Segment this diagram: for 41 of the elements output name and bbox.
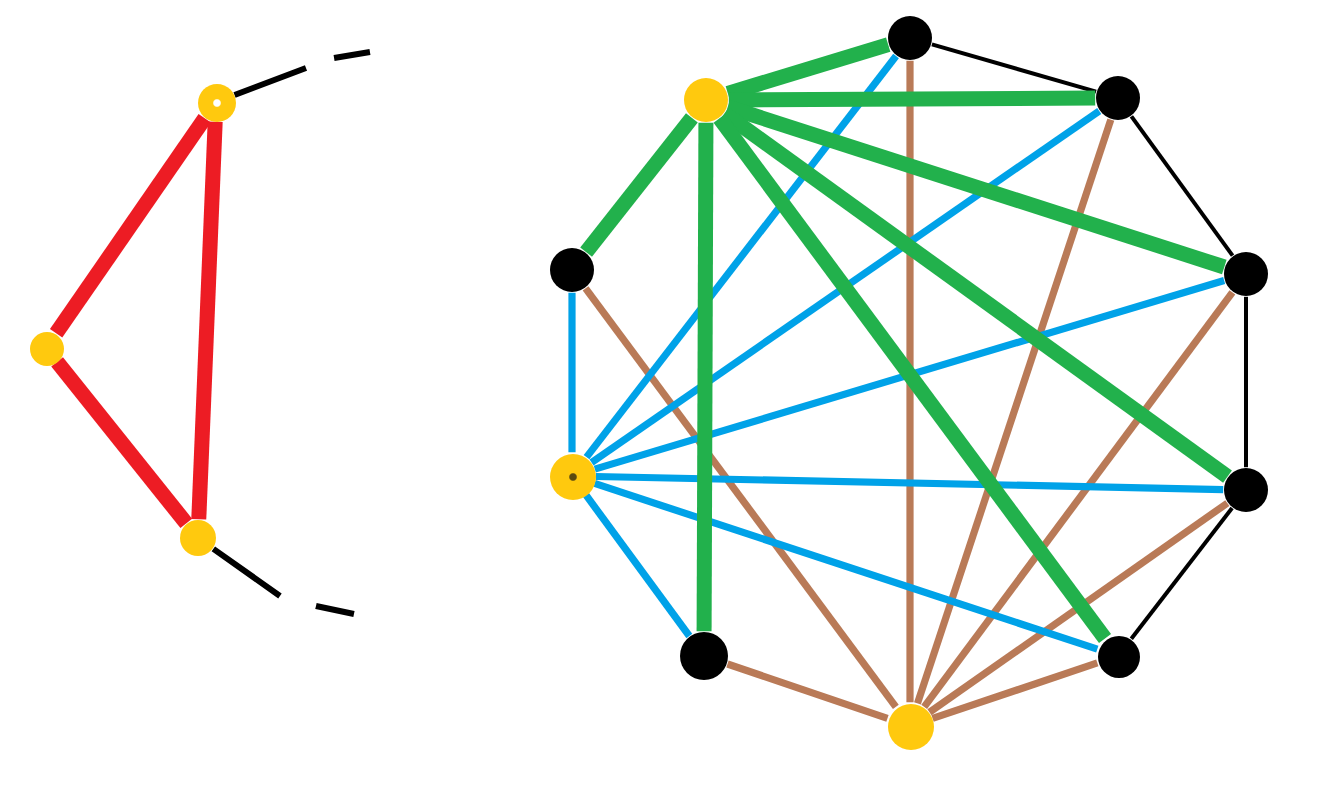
graph-edge [728, 90, 1096, 108]
graph-vertex [1224, 252, 1268, 296]
graph-edge [191, 121, 223, 520]
graph-edge [921, 290, 1236, 710]
graph-edge [593, 277, 1226, 473]
graph-vertex [680, 632, 728, 680]
graph-edge [1244, 296, 1248, 468]
graph-vertex [549, 453, 595, 499]
graph-edge [914, 118, 1115, 705]
graph-edge [583, 53, 899, 460]
graph-vertex [180, 520, 216, 556]
graph-vertex [1097, 635, 1139, 677]
graph-vertex [887, 703, 933, 749]
graph-edge [589, 108, 1102, 466]
graph-edge [931, 659, 1099, 722]
dashed-edge [233, 49, 371, 98]
graph-edge [583, 493, 693, 639]
graph-edge [720, 107, 1232, 483]
graph-edge [696, 122, 714, 632]
graph-vertex [1224, 468, 1268, 512]
graph-edge [906, 60, 914, 703]
graph-edge [1129, 506, 1234, 640]
graph-edge [931, 42, 1097, 94]
graph-vertex [888, 16, 932, 60]
graph-edge [582, 286, 899, 710]
graph-edge [1129, 115, 1235, 257]
graph-vertex [197, 83, 235, 121]
graph-edge [49, 114, 211, 338]
graph-edge [595, 472, 1224, 494]
graph-vertex [684, 78, 728, 122]
graph-vertex [29, 331, 63, 365]
graph-edge [726, 660, 889, 722]
dashed-edge [211, 546, 355, 617]
graph-edge [580, 113, 698, 257]
graph-edge [593, 480, 1099, 653]
graph-vertex [1096, 76, 1140, 120]
graph-edge [568, 292, 576, 453]
graph-edge [927, 500, 1230, 716]
graph-vertex [550, 248, 594, 292]
graph-edge [713, 113, 1112, 643]
graph-edge [51, 357, 193, 528]
